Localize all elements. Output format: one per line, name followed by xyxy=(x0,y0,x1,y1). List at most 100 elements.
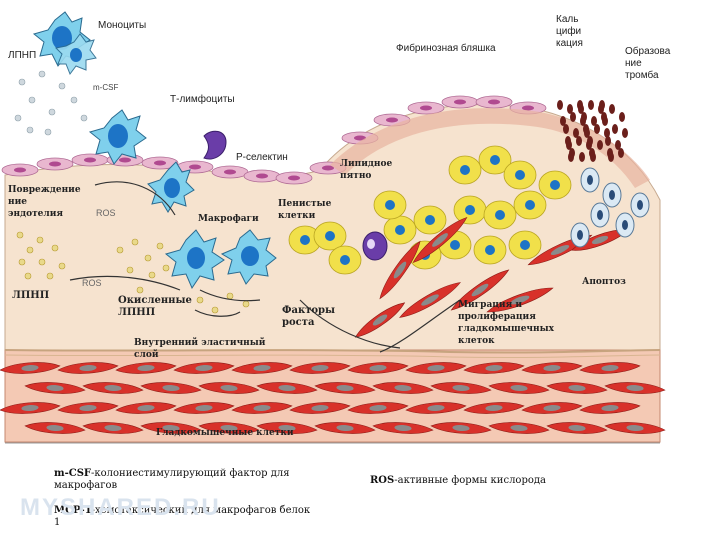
label-foam-cells: Пенистые клетки xyxy=(278,198,331,222)
ldl-particle-icon xyxy=(149,272,155,278)
label-ldl-mid: ЛПНП xyxy=(12,290,49,302)
label-oxidized-ldl: Окисленные ЛПНП xyxy=(118,295,192,319)
label-smooth-muscle: Гладкомышечные клетки xyxy=(156,427,294,439)
ldl-particle-icon xyxy=(17,232,23,238)
label-migration: Миграция и пролиферация гладкомышечных к… xyxy=(458,299,554,347)
foam-cell-icon xyxy=(374,191,406,219)
thrombus-cell xyxy=(612,124,618,134)
label-p-selectin: Р-селектин xyxy=(236,152,288,164)
ldl-particle-icon xyxy=(59,83,65,89)
label-calcification: Каль цифи кация xyxy=(556,14,583,50)
legend-mcsf: m-CSF-колониестимулирующий фактор для ма… xyxy=(54,468,324,492)
foam-cell-icon xyxy=(514,191,546,219)
ldl-particle-icon xyxy=(132,239,138,245)
endothelial-cell xyxy=(37,158,73,170)
label-apoptosis: Апоптоз xyxy=(582,276,626,288)
ldl-particle-icon xyxy=(71,97,77,103)
thrombus-cell xyxy=(599,100,605,110)
label-ldl-top: ЛПНП xyxy=(8,50,36,62)
apoptotic-cell xyxy=(591,203,609,227)
ldl-particle-icon xyxy=(117,247,123,253)
ldl-particle-icon xyxy=(29,97,35,103)
foam-cell-icon xyxy=(329,246,361,274)
endothelial-cell xyxy=(476,96,512,108)
thrombus-cell xyxy=(608,152,614,162)
ldl-particle-icon xyxy=(157,243,163,249)
label-t-lymphocytes: Т-лимфоциты xyxy=(170,94,235,106)
ldl-particle-icon xyxy=(45,129,51,135)
thrombus-cell xyxy=(579,152,585,162)
apoptotic-cell xyxy=(631,193,649,217)
foam-cell-icon xyxy=(539,171,571,199)
thrombus-cell xyxy=(590,152,596,162)
ldl-particle-icon xyxy=(19,79,25,85)
ldl-particle-icon xyxy=(37,237,43,243)
thrombus-cell xyxy=(609,104,615,114)
thrombus-cell xyxy=(570,112,576,122)
label-growth-factors: Факторы роста xyxy=(282,305,335,329)
ldl-particle-icon xyxy=(227,293,233,299)
endothelial-cell xyxy=(2,164,38,176)
endothelial-cell xyxy=(72,154,108,166)
label-fibrous-cap: Фибринозная бляшка xyxy=(396,43,496,55)
ldl-particle-icon xyxy=(27,127,33,133)
ldl-particle-icon xyxy=(243,301,249,307)
label-endothelial-damage: Повреждение ние эндотелия xyxy=(8,184,81,220)
label-lipid-spot: Липидное пятно xyxy=(340,158,392,182)
thrombus-cell xyxy=(618,148,624,158)
endothelial-cell xyxy=(442,96,478,108)
foam-cell-icon xyxy=(454,196,486,224)
thrombus-cell xyxy=(597,140,603,150)
ldl-particle-icon xyxy=(49,109,55,115)
endothelial-cell xyxy=(212,166,248,178)
foam-cell-icon xyxy=(474,236,506,264)
apoptotic-cell xyxy=(616,213,634,237)
ldl-particle-icon xyxy=(52,245,58,251)
ldl-particle-icon xyxy=(197,297,203,303)
ldl-particle-icon xyxy=(39,71,45,77)
ldl-particle-icon xyxy=(25,273,31,279)
label-elastic-layer: Внутренний эластичный слой xyxy=(134,337,265,361)
foam-cell-icon xyxy=(484,201,516,229)
endothelial-cell xyxy=(177,161,213,173)
thrombus-cell xyxy=(576,136,582,146)
thrombus-cell xyxy=(588,100,594,110)
legend-ros: ROS-активные формы кислорода xyxy=(370,475,670,487)
foam-cell-icon xyxy=(449,156,481,184)
thrombus-cell xyxy=(619,112,625,122)
ldl-particle-icon xyxy=(19,259,25,265)
thrombus-cell xyxy=(581,112,587,122)
thrombus-cell xyxy=(587,136,593,146)
ldl-particle-icon xyxy=(163,265,169,271)
ldl-particle-icon xyxy=(59,263,65,269)
ldl-particle-icon xyxy=(39,259,45,265)
foam-cell-icon xyxy=(509,231,541,259)
ldl-particle-icon xyxy=(15,115,21,121)
thrombus-cell xyxy=(622,128,628,138)
foam-cell-icon xyxy=(314,222,346,250)
thrombus-cell xyxy=(602,116,608,126)
foam-cell-icon xyxy=(504,161,536,189)
ros-label-mid: ROS xyxy=(82,278,102,288)
foam-cell-icon xyxy=(384,216,416,244)
apoptotic-cell xyxy=(571,223,589,247)
watermark: MYSHARED.RU xyxy=(20,494,221,522)
ldl-particle-icon xyxy=(27,247,33,253)
ldl-particle-icon xyxy=(47,273,53,279)
apoptotic-cell xyxy=(603,183,621,207)
endothelial-cell xyxy=(408,102,444,114)
label-macrophages: Макрофаги xyxy=(198,213,259,225)
thrombus-cell xyxy=(605,136,611,146)
ldl-particle-icon xyxy=(137,287,143,293)
thrombus-cell xyxy=(557,100,563,110)
ldl-particle-icon xyxy=(81,115,87,121)
thrombus-cell xyxy=(594,124,600,134)
thrombus-cell xyxy=(569,148,575,158)
label-monocytes: Моноциты xyxy=(98,20,146,32)
endothelial-cell xyxy=(244,170,280,182)
mcsf-tag: m-CSF xyxy=(93,83,118,92)
ldl-particle-icon xyxy=(212,307,218,313)
label-thrombus: Образова ние тромба xyxy=(625,46,670,82)
t-lymphocyte-icon xyxy=(363,232,387,260)
